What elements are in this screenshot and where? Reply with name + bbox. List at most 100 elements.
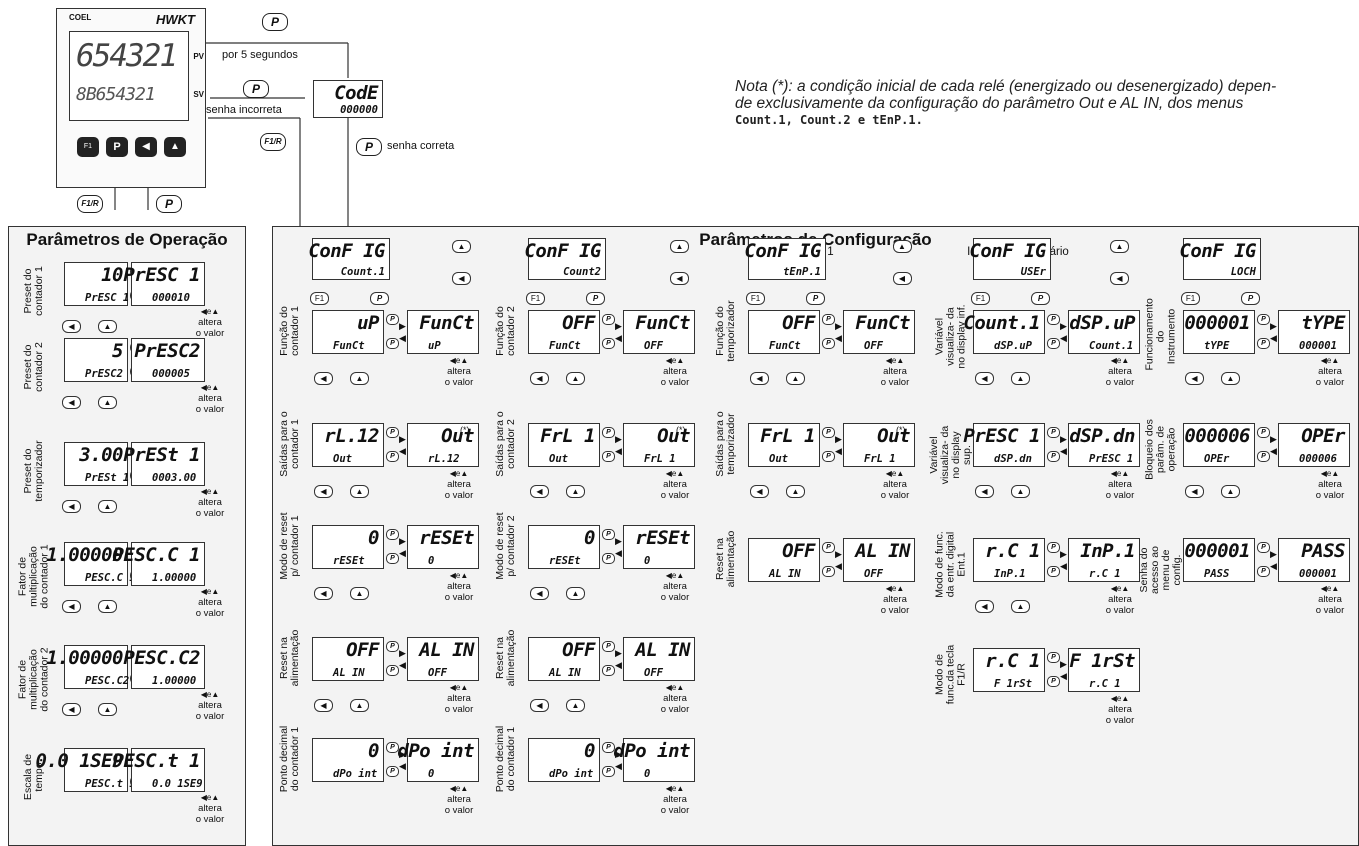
config-display-value: rL.12	[324, 425, 379, 447]
up-device-button[interactable]: ▲	[164, 137, 186, 157]
p-key-icon: P	[822, 542, 835, 553]
hint-line: o valor	[880, 490, 910, 501]
left-key-icon: ◀	[975, 600, 994, 613]
p-key-icon: P	[602, 665, 615, 676]
correct-password-text: senha correta	[387, 140, 455, 152]
hint-line: o valor	[1105, 715, 1135, 726]
p-key-icon: P	[1047, 338, 1060, 349]
config-edit-display-value: InP.1	[1080, 540, 1135, 562]
p-key-icon: P	[602, 641, 615, 652]
config-menu-display: ConF IG USEr	[969, 238, 1051, 280]
p-key-icon: P	[1047, 427, 1060, 438]
operation-display-param: PrESt 1	[85, 472, 130, 484]
config-edit-display-value: PASS	[1301, 540, 1345, 562]
p-key-icon: P	[602, 451, 615, 462]
p-key-badge: P	[156, 195, 182, 213]
p-key-icon: P	[822, 566, 835, 577]
config-menu-display-value: ConF IG	[969, 240, 1046, 262]
arrow-right-icon: ▶	[1270, 549, 1277, 559]
config-display-value: OFF	[782, 312, 815, 334]
hint-line: o valor	[1105, 605, 1135, 616]
left-device-button[interactable]: ◀	[135, 137, 157, 157]
arrow-right-icon: ▶	[1060, 434, 1067, 444]
arrow-left-icon: ◀	[399, 333, 406, 343]
sv-display: 8B654321	[76, 84, 156, 105]
p-key-icon: P	[822, 338, 835, 349]
hint-keys: ◀e▲	[665, 571, 685, 580]
config-display-param: tYPE	[1204, 340, 1230, 352]
hint-keys: ◀e▲	[665, 356, 685, 365]
hint-line: altera	[883, 594, 907, 605]
config-display-param: rESEt	[333, 555, 365, 567]
hint-keys: ◀e▲	[449, 683, 469, 692]
config-edit-display-param: 0	[428, 768, 435, 780]
hint-keys: ◀e▲	[449, 784, 469, 793]
row-label: Função do contador 1	[278, 306, 301, 356]
arrow-left-icon: ◀	[1270, 561, 1277, 571]
p-key-icon: P	[386, 665, 399, 676]
hint-keys: ◀e▲	[1110, 584, 1130, 593]
hint-line: altera	[663, 794, 687, 805]
p-key-icon: P	[586, 292, 605, 305]
p-key-icon: P	[1047, 451, 1060, 462]
arrow-left-icon: ◀	[399, 660, 406, 670]
operation-display-value: 10	[101, 264, 123, 286]
up-key-icon: ▲	[1011, 485, 1030, 498]
hint-line: o valor	[195, 814, 225, 825]
p-device-button[interactable]: P	[106, 137, 128, 157]
operation-edit-display-value: PESC.t 1	[112, 750, 200, 772]
up-key-icon: ▲	[98, 703, 117, 716]
p-key-icon: P	[1241, 292, 1260, 305]
arrow-left-icon: ◀	[1270, 333, 1277, 343]
operation-edit-display-value: PrESC2	[134, 340, 200, 362]
p-key-badge: P	[243, 80, 269, 98]
f1r-device-button[interactable]: F1	[77, 137, 99, 157]
config-edit-display-value: rESEt	[419, 527, 474, 549]
arrow-right-icon: ▶	[399, 536, 406, 546]
left-key-icon: ◀	[62, 500, 81, 513]
config-menu-display-param: USEr	[1020, 266, 1046, 278]
hint-keys: ◀e▲	[885, 469, 905, 478]
hint-line: altera	[1108, 479, 1132, 490]
config-display-value: OFF	[782, 540, 815, 562]
hint-line: altera	[198, 317, 222, 328]
left-key-icon: ◀	[750, 485, 769, 498]
f1r-key-icon: F1	[746, 292, 765, 305]
arrow-left-icon: ◀	[1270, 446, 1277, 456]
config-menu-display-value: ConF IG	[524, 240, 601, 262]
p-key-icon: P	[1257, 451, 1270, 462]
operation-edit-display-param: 1.00000	[152, 572, 197, 584]
device-screen: 654321 PV 8B654321 SV	[69, 31, 204, 121]
operation-display-value: 0.0 1SE9	[35, 750, 123, 772]
hint-line: altera	[198, 393, 222, 404]
config-edit-display-param: 000001	[1299, 568, 1337, 580]
arrow-right-icon: ▶	[1270, 321, 1277, 331]
up-key-icon: ▲	[98, 600, 117, 613]
p-key-icon: P	[602, 553, 615, 564]
hint-line: altera	[447, 366, 471, 377]
p-key-icon: P	[602, 766, 615, 777]
left-key-icon: ◀	[62, 703, 81, 716]
f1r-key-icon: F1	[310, 292, 329, 305]
arrow-left-icon: ◀	[615, 446, 622, 456]
operation-title: Parâmetros de Operação	[26, 230, 228, 249]
hint-line: o valor	[195, 404, 225, 415]
config-display-value: PrESC 1	[963, 425, 1040, 447]
row-label: Modo de reset p/ contador 1	[278, 512, 301, 580]
left-key-icon: ◀	[314, 587, 333, 600]
hint-keys: ◀e▲	[200, 383, 220, 392]
